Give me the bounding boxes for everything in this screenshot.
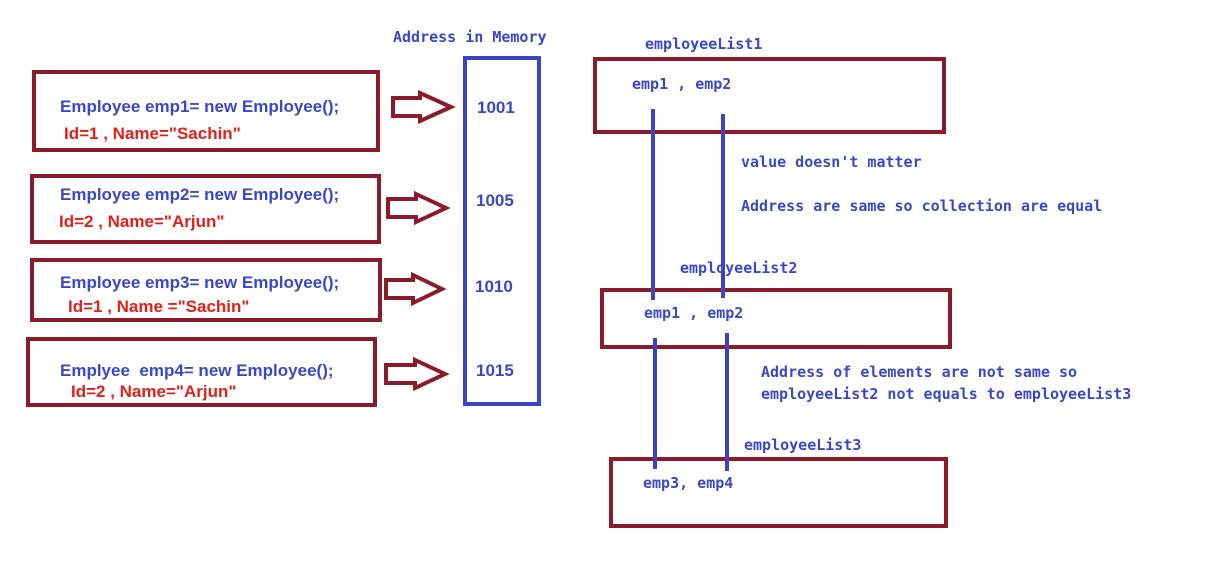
not-equal-note-line-2: employeeList2 not equals to employeeList…	[761, 385, 1132, 403]
arrow-1	[391, 89, 456, 125]
value-note: value doesn't matter	[741, 153, 922, 171]
employee-2-declaration: Employee emp2= new Employee();	[60, 185, 340, 204]
employee-list-2-label: employeeList2	[680, 259, 798, 277]
address-1005: 1005	[476, 191, 514, 210]
address-1001: 1001	[477, 98, 515, 117]
employee-4-declaration: Emplyee emp4= new Employee();	[60, 361, 334, 380]
employee-list-3-content: emp3, emp4	[643, 474, 734, 492]
employee-4-properties: Id=2 , Name="Arjun"	[71, 382, 237, 401]
address-1010: 1010	[475, 277, 513, 296]
employee-1-properties: Id=1 , Name="Sachin"	[64, 124, 241, 143]
employee-list-1-content: emp1 , emp2	[632, 75, 732, 93]
employee-box-1	[32, 70, 380, 152]
equal-note: Address are same so collection are equal	[741, 197, 1103, 215]
employee-box-3	[30, 258, 382, 322]
employee-3-declaration: Employee emp3= new Employee();	[60, 273, 340, 292]
arrow-4	[384, 356, 450, 392]
employee-list-3-label: employeeList3	[744, 436, 862, 454]
not-equal-note-line-1: Address of elements are not same so	[761, 363, 1078, 381]
employee-2-properties: Id=2 , Name="Arjun"	[59, 212, 225, 231]
employee-box-2	[30, 174, 381, 244]
employee-box-4	[26, 337, 377, 407]
memory-title: Address in Memory	[393, 28, 547, 46]
arrow-3	[384, 271, 447, 307]
employee-3-properties: Id=1 , Name ="Sachin"	[68, 297, 250, 316]
employee-list-2-box	[600, 288, 952, 349]
address-1015: 1015	[476, 361, 514, 380]
employee-list-1-label: employeeList1	[645, 35, 763, 53]
memory-column	[463, 56, 541, 406]
employee-list-2-content: emp1 , emp2	[644, 304, 744, 322]
employee-list-3-box	[609, 457, 948, 528]
arrow-2	[386, 190, 451, 226]
employee-list-1-box	[593, 57, 946, 134]
employee-1-declaration: Employee emp1= new Employee();	[60, 97, 340, 116]
